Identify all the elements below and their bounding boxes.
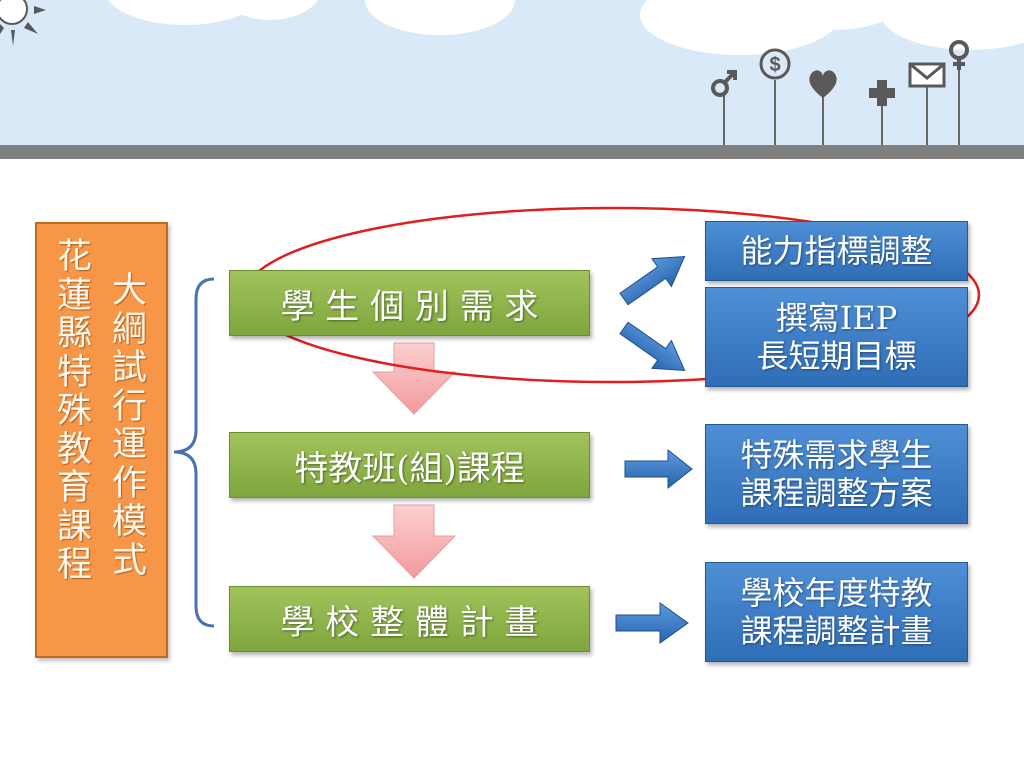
title-char: 課 [57,506,93,547]
step-special-class-curriculum: 特教班(組)課程 [229,432,590,498]
sun-icon [0,0,46,46]
outcome-line: 撰寫IEP [775,299,898,337]
title-char: 作 [112,463,148,504]
title-char: 特 [57,352,93,393]
title-char: 殊 [57,391,93,431]
down-arrow-2 [371,504,457,579]
outcome-line: 課程調整計畫 [740,612,933,650]
title-char: 行 [112,386,148,427]
title-char: 綱 [112,309,148,350]
sky-banner: $ [0,0,1024,145]
outcome-line: 能力指標調整 [740,232,933,270]
course-framework-title-box: 花蓮縣特殊教育課程 大綱試行運作模式 [35,222,168,658]
right-arrow-1 [624,448,693,490]
title-char: 試 [112,348,148,388]
outcome-line: 特殊需求學生 [740,436,933,474]
title-char: 育 [57,468,93,508]
outcome-annual-adjustment-plan: 學校年度特教 課程調整計畫 [705,562,968,662]
down-arrow-1 [371,342,457,415]
banner-ground-bar [0,145,1024,159]
outcome-line: 課程調整方案 [740,474,933,512]
heart-icon [809,70,837,98]
title-char: 運 [112,425,148,465]
plus-icon [869,80,895,106]
title-char: 式 [112,540,148,581]
outcome-curriculum-adjustment-scheme: 特殊需求學生 課程調整方案 [705,424,968,524]
outcome-ability-indicator-adjustment: 能力指標調整 [705,221,968,281]
title-char: 大 [112,271,148,311]
female-symbol-icon [949,40,969,70]
step-school-overall-plan: 學 校 整 體 計 畫 [229,586,590,652]
title-char: 教 [57,429,93,470]
svg-text:$: $ [769,54,780,76]
male-symbol-icon [711,70,737,97]
envelope-icon [908,62,946,88]
step-student-needs: 學 生 個 別 需 求 [229,270,590,336]
bracket-connector [173,277,215,628]
title-column-left: 花蓮縣特殊教育課程 [57,238,92,585]
banner-icons: $ [711,40,969,145]
diagonal-arrow-down [619,321,686,371]
title-char: 蓮 [57,275,93,316]
outcome-iep-goals: 撰寫IEP 長短期目標 [705,287,968,387]
title-char: 程 [57,545,93,585]
outcome-line: 長短期目標 [756,337,917,375]
title-char: 花 [57,237,93,277]
title-char: 模 [112,502,148,542]
right-arrow-2 [615,602,689,644]
title-char: 縣 [57,314,93,354]
dollar-icon: $ [759,48,791,80]
title-column-right: 大綱試行運作模式 [112,272,147,580]
diagonal-arrow-up [619,256,686,306]
outcome-line: 學校年度特教 [740,574,933,612]
